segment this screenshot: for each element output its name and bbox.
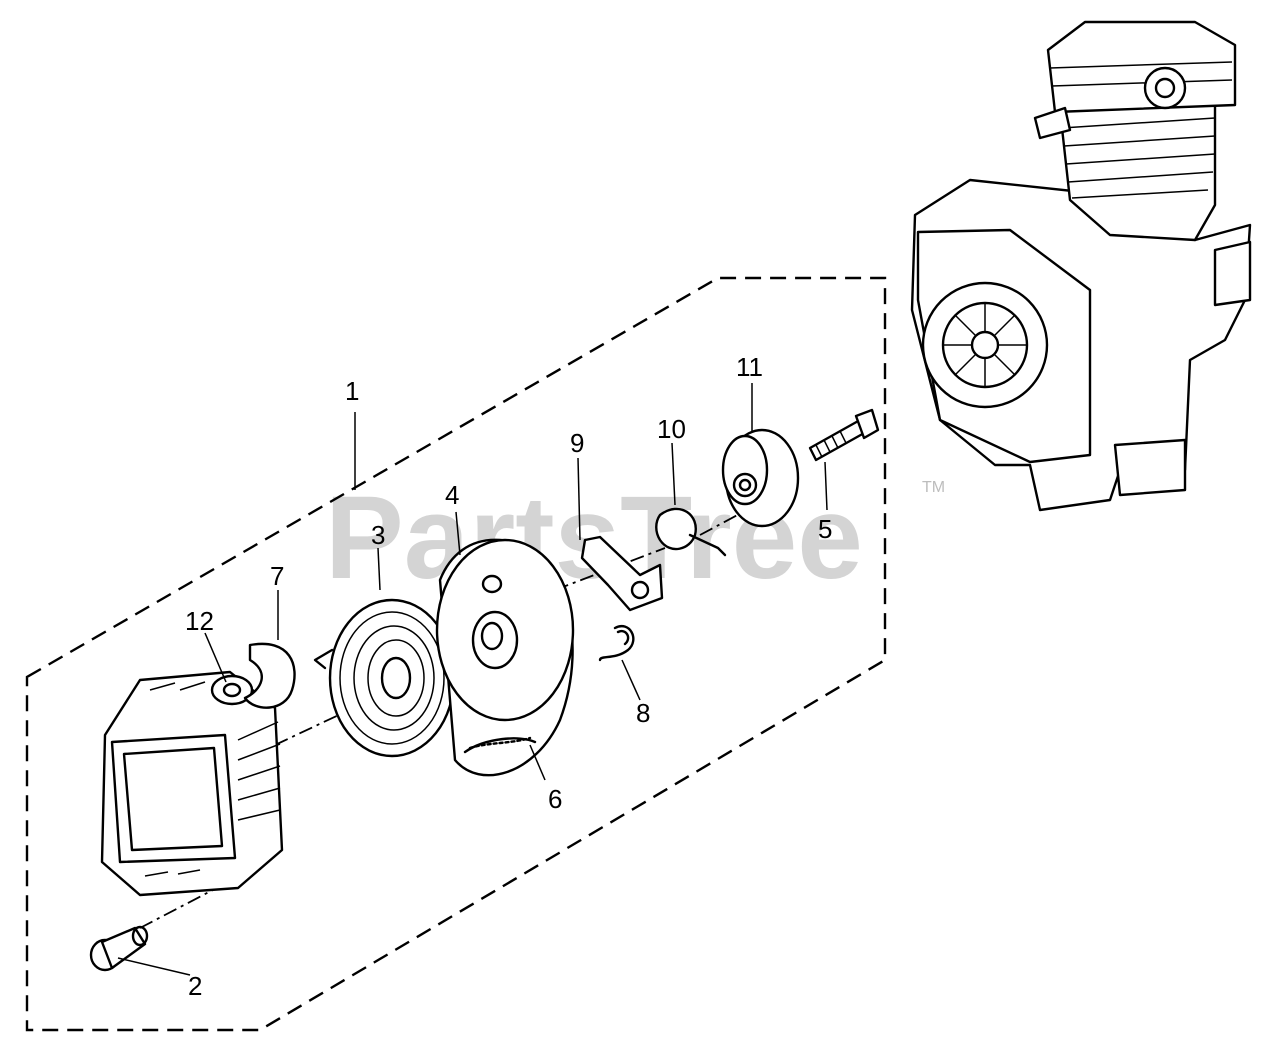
friction-plate-part-10: [655, 507, 727, 557]
bolt-part-5: [808, 408, 880, 462]
callout-1: 1: [345, 376, 359, 406]
leader-lines: [117, 383, 828, 976]
callout-12: 12: [185, 606, 214, 636]
callout-7: 7: [270, 561, 284, 591]
callout-5: 5: [818, 514, 832, 544]
engine: [910, 20, 1252, 512]
callout-8: 8: [636, 698, 650, 728]
pawl-part-9: [580, 535, 664, 612]
knob-part-2: [89, 925, 149, 972]
callout-9: 9: [570, 428, 584, 458]
pulley-part-4: [435, 538, 575, 777]
recoil-starter-housing: [100, 670, 284, 897]
handle-part-12: [210, 674, 254, 706]
callout-6: 6: [548, 784, 562, 814]
starter-rope-part-6: [463, 736, 537, 754]
guide-part-7: [243, 642, 296, 709]
spring-part-8: [598, 625, 635, 662]
callout-11: 11: [736, 352, 763, 382]
recoil-spring-part-3: [313, 598, 456, 758]
callout-10: 10: [657, 414, 686, 444]
callout-2: 2: [188, 971, 202, 1001]
callout-3: 3: [371, 520, 385, 550]
drive-pulley-part-11: [721, 428, 800, 528]
callout-4: 4: [445, 480, 459, 510]
watermark-trademark: TM: [922, 479, 945, 496]
assembly-boundary: [25, 276, 887, 1032]
